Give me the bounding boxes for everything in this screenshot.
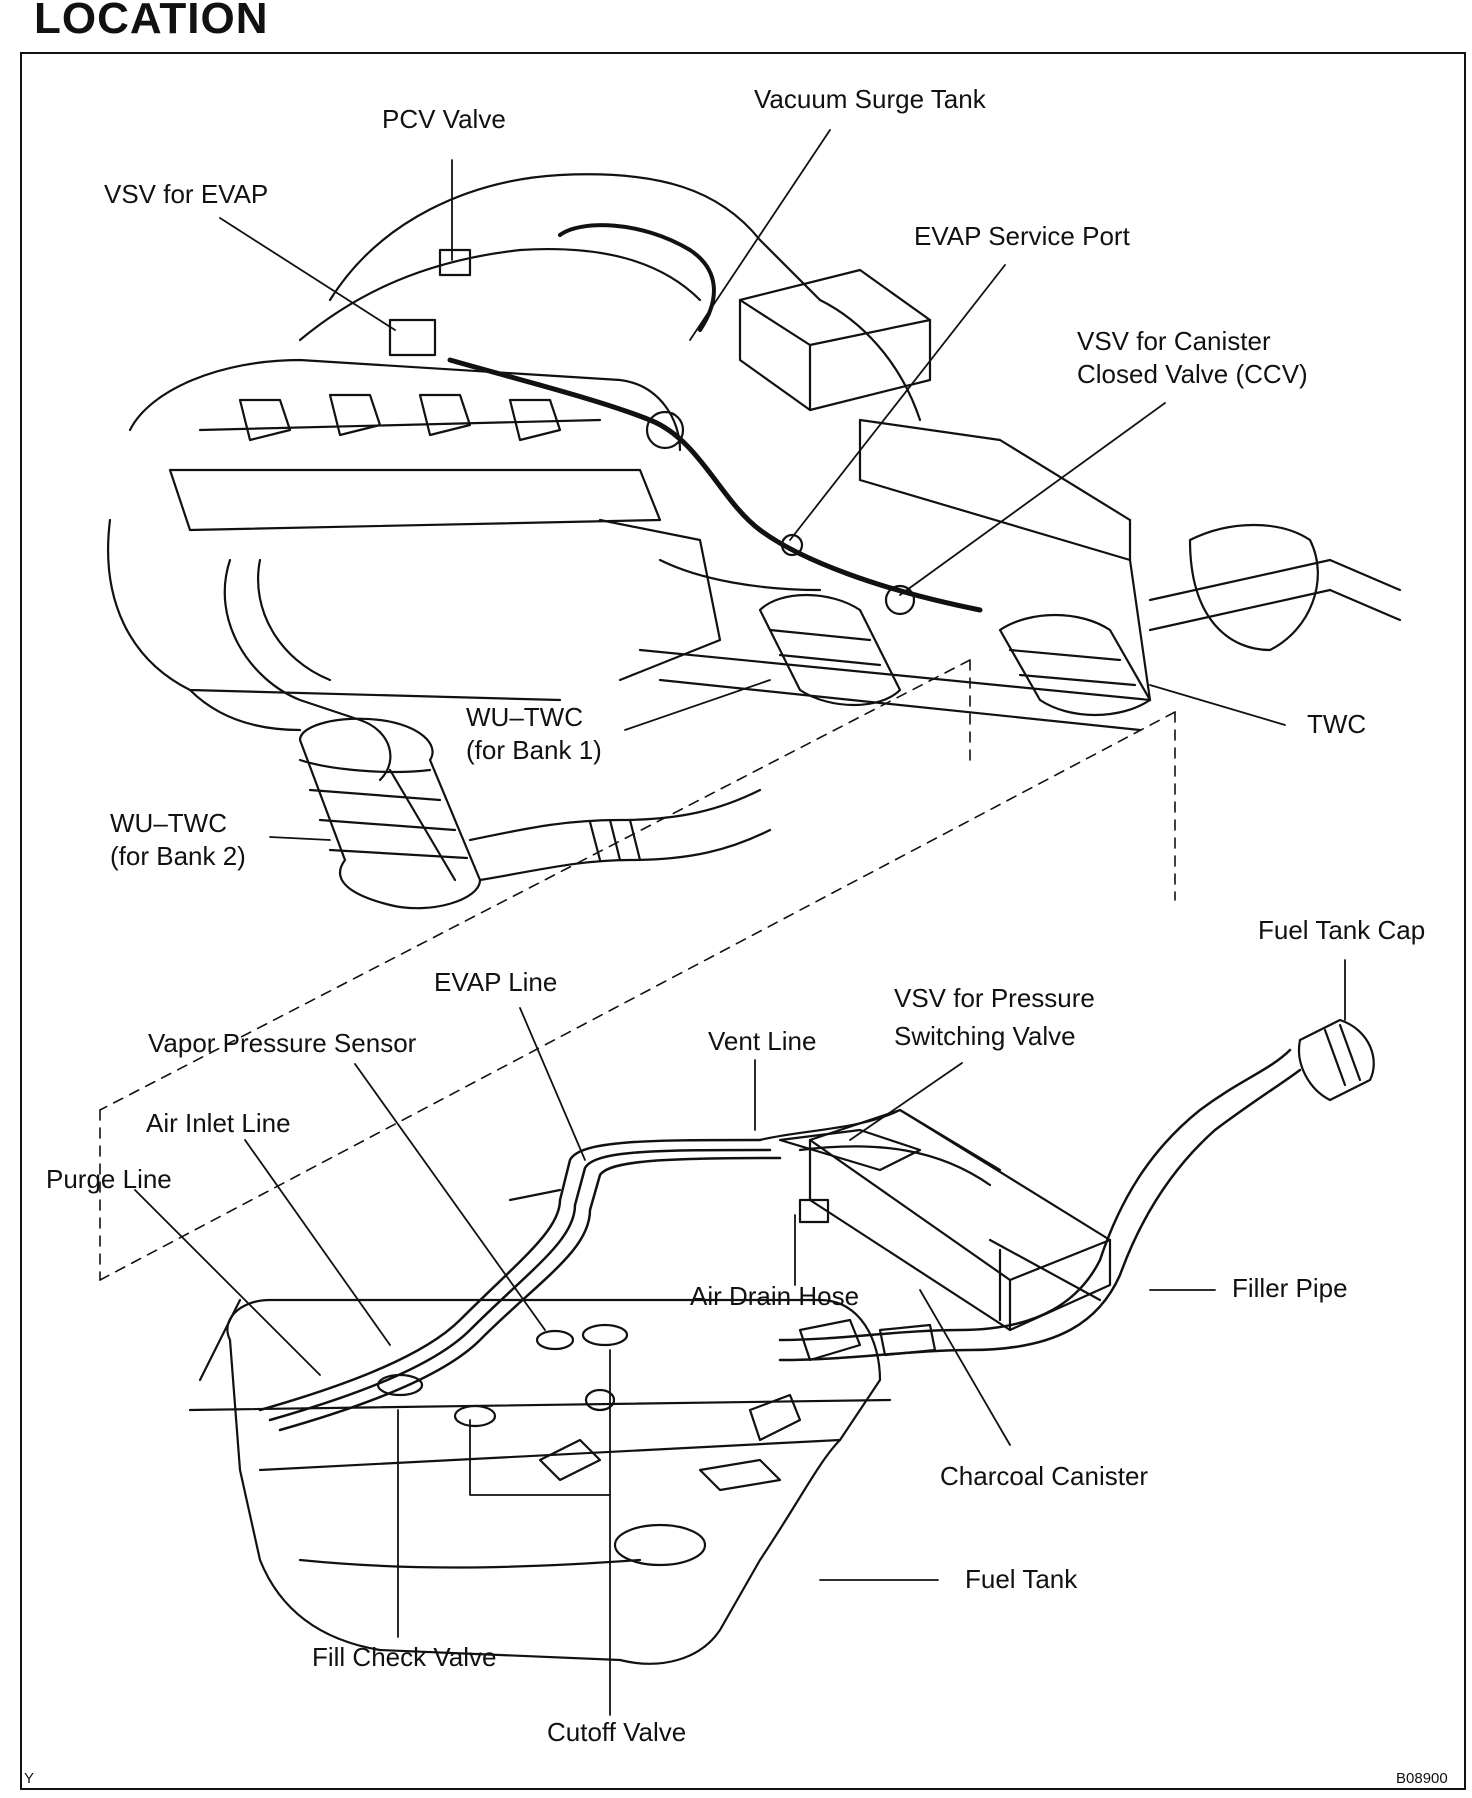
- label-pcv-valve: PCV Valve: [382, 104, 506, 134]
- label-fill-check-valve: Fill Check Valve: [312, 1642, 497, 1672]
- diagram-frame: [20, 52, 1466, 1790]
- label-air-inlet-line: Air Inlet Line: [146, 1108, 291, 1138]
- label-vsv-ccv-line2: Closed Valve (CCV): [1077, 359, 1308, 389]
- label-wu-twc-bank1-line1: WU–TWC: [466, 702, 583, 732]
- label-vsv-psv-line1: VSV for Pressure: [894, 983, 1095, 1013]
- leader-lines: [134, 129, 1346, 1716]
- corner-code-right: B08900: [1396, 1770, 1448, 1787]
- label-evap-service-port: EVAP Service Port: [914, 221, 1130, 251]
- label-charcoal-canister: Charcoal Canister: [940, 1461, 1149, 1491]
- corner-code-left: Y: [24, 1770, 35, 1787]
- label-fuel-tank-cap: Fuel Tank Cap: [1258, 915, 1426, 945]
- fuel-tank-drawing: [188, 1018, 1375, 1665]
- label-vsv-psv-line2: Switching Valve: [894, 1021, 1076, 1051]
- label-wu-twc-bank2-line1: WU–TWC: [110, 808, 227, 838]
- label-purge-line: Purge Line: [46, 1164, 172, 1194]
- page-title: LOCATION: [34, 0, 269, 43]
- label-air-drain-hose: Air Drain Hose: [690, 1281, 860, 1311]
- label-wu-twc-bank1-line2: (for Bank 1): [466, 735, 602, 765]
- label-vent-line: Vent Line: [708, 1026, 817, 1056]
- label-vsv-for-evap: VSV for EVAP: [104, 179, 269, 209]
- label-vsv-ccv-line1: VSV for Canister: [1077, 326, 1271, 356]
- engine-drawing: [99, 173, 1402, 1281]
- label-wu-twc-bank2-line2: (for Bank 2): [110, 841, 246, 871]
- label-twc: TWC: [1307, 709, 1367, 739]
- label-evap-line: EVAP Line: [434, 967, 558, 997]
- label-fuel-tank: Fuel Tank: [965, 1564, 1078, 1594]
- label-vacuum-surge-tank: Vacuum Surge Tank: [754, 84, 986, 114]
- label-cutoff-valve: Cutoff Valve: [547, 1717, 687, 1747]
- label-filler-pipe: Filler Pipe: [1232, 1273, 1348, 1303]
- label-vapor-pressure-sensor: Vapor Pressure Sensor: [148, 1028, 417, 1058]
